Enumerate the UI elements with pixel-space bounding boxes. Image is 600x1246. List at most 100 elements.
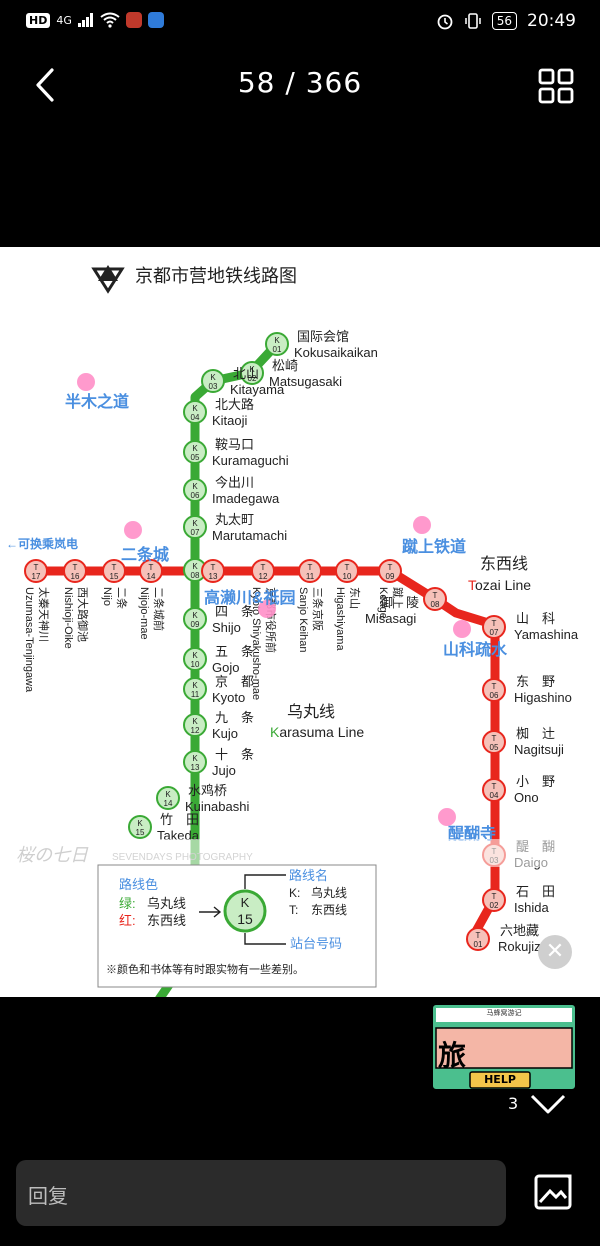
back-button[interactable] [28, 62, 68, 108]
station-line-letter: K [192, 519, 198, 528]
station-name-en: Sanjo Keihan [297, 587, 309, 652]
legend-t-name: 东西线 [311, 903, 347, 917]
station-code: 15 [110, 572, 119, 581]
grid-view-button[interactable] [536, 66, 576, 106]
annotation-daigoji: 醍醐寺 [448, 824, 496, 843]
reply-input[interactable]: 回复 [16, 1160, 506, 1226]
station-name-cn: 鞍马口 [215, 437, 254, 452]
insert-image-button[interactable] [528, 1170, 578, 1216]
legend-sample-letter: K [241, 895, 250, 910]
station-line-letter: T [492, 892, 497, 901]
karasuma-line-cn: 乌丸线 [287, 703, 335, 721]
image-counter: 58 / 366 [237, 66, 363, 99]
station-marker [482, 778, 506, 802]
station-marker [63, 559, 87, 583]
station-line-letter: K [192, 651, 198, 660]
station-name-en: Gojo [212, 660, 239, 675]
station-name-en: Matsugasaki [269, 374, 342, 389]
station-name-en: Higashino [514, 690, 572, 705]
station-line-letter: T [492, 782, 497, 791]
station-name-cn: 东山 [348, 587, 361, 609]
station-code: 16 [71, 572, 80, 581]
legend-green-line: 乌丸线 [147, 896, 186, 911]
station-line-letter: T [492, 734, 497, 743]
annotation-keage: 蹴上铁道 [402, 537, 466, 556]
station-name-cn: 御 陵 [380, 595, 419, 610]
chevron-down-icon[interactable] [528, 1090, 568, 1118]
status-bar: HD 4G 56 20:49 [0, 0, 600, 46]
station-name-cn: 六地藏 [500, 923, 539, 938]
station-marker [466, 927, 490, 951]
tozai-line-cn: 东西线 [480, 555, 528, 573]
annotation-transfer: ←可换乘岚电 [6, 536, 78, 551]
station-name-en: Kitayama [230, 382, 285, 397]
annotation-takase: 高濑川&祇园 [204, 588, 296, 607]
station-marker [265, 332, 289, 356]
station-name-cn: 二条 [115, 587, 129, 609]
station-code: 10 [343, 572, 352, 581]
station-name-en: Kujo [212, 726, 238, 741]
ad-help-button[interactable]: HELP [484, 1073, 516, 1086]
vibrate-icon [464, 13, 481, 29]
station-name-cn: 京 都 [215, 674, 254, 689]
legend-red-label: 红: [119, 913, 136, 928]
status-left: HD 4G [26, 12, 164, 28]
tozai-line-en-rest: ozai Line [475, 577, 531, 593]
station-name-cn: 四 条 [215, 604, 254, 619]
station-marker [183, 677, 207, 701]
station-code: 09 [191, 620, 200, 629]
floating-ad[interactable]: 马蜂窝游记 旅 HELP [430, 1000, 582, 1095]
station-name-en: Nijo [101, 587, 113, 606]
hd-badge: HD [26, 12, 51, 28]
station-name-cn: 小 野 [516, 774, 555, 789]
station-name-en: Jujo [212, 763, 236, 778]
station-name-en: Uzumasa-Tenjingawa [23, 587, 35, 693]
station-name-cn: 松崎 [272, 358, 298, 373]
station-name-cn: 十 条 [215, 747, 254, 762]
station-marker [201, 559, 225, 583]
station-name-en: Misasagi [365, 611, 416, 626]
station-code: 06 [490, 691, 499, 700]
app-notification-icon-2 [147, 12, 164, 28]
karasuma-stations: K01国际会馆KokusaikaikanK02松崎MatsugasakiK03北… [128, 329, 378, 843]
station-name-en: Marutamachi [212, 528, 287, 543]
legend-note: ※颜色和书体等有时跟实物有一些差别。 [106, 962, 304, 976]
app-notification-icon [125, 12, 142, 28]
station-code: 04 [191, 413, 200, 422]
station-code: 05 [191, 453, 200, 462]
station-line-letter: T [345, 563, 350, 572]
station-name-cn: 九 条 [215, 710, 254, 725]
station-line-letter: T [73, 563, 78, 572]
station-name-cn: 北山 [233, 366, 259, 381]
station-name-cn: 西大路御池 [76, 587, 90, 642]
station-name-cn: 蹴上 [391, 587, 405, 609]
station-code: 09 [386, 572, 395, 581]
station-name-en: Kuramaguchi [212, 453, 289, 468]
station-marker [251, 559, 275, 583]
station-marker [139, 559, 163, 583]
station-code: 14 [164, 799, 173, 808]
station-marker [102, 559, 126, 583]
station-code: 05 [490, 743, 499, 752]
legend-line-color: 路线色 [119, 877, 158, 892]
station-code: 15 [136, 828, 145, 837]
legend-line-name: 路线名 [289, 868, 328, 883]
close-overlay-button[interactable]: ✕ [538, 935, 572, 969]
station-line-letter: T [388, 563, 393, 572]
station-line-letter: T [476, 931, 481, 940]
kyoto-subway-logo-icon [91, 265, 125, 294]
station-marker [298, 559, 322, 583]
station-code: 08 [431, 600, 440, 609]
station-code: 01 [273, 345, 282, 354]
